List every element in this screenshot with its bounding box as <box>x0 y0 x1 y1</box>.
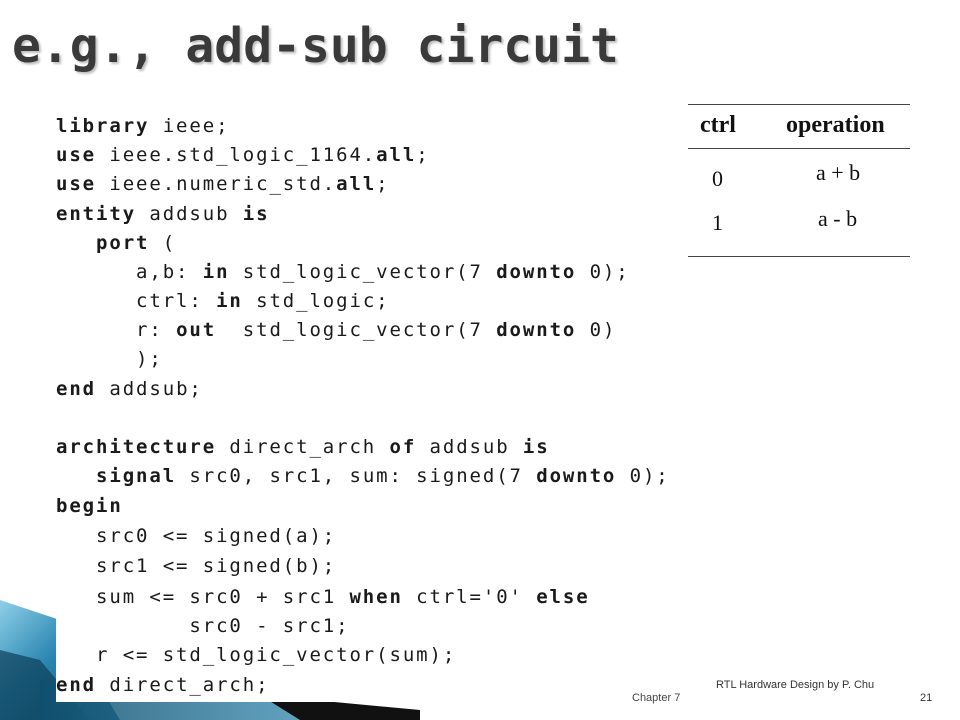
code-text <box>56 232 96 254</box>
code-text: ieee; <box>149 115 230 137</box>
code-line: port ( <box>56 231 176 255</box>
code-text: std_logic_vector(7 <box>216 319 497 341</box>
code-keyword: downto <box>536 465 617 487</box>
code-text <box>56 465 96 487</box>
code-line: src1 <= signed(b); <box>56 554 336 578</box>
code-keyword: entity <box>56 203 137 225</box>
code-text: src1 <= signed(b); <box>56 555 337 577</box>
code-text: addsub <box>136 203 243 225</box>
slide-title: e.g., add-sub circuit <box>12 18 619 74</box>
code-keyword: begin <box>56 495 123 517</box>
code-line: signal src0, src1, sum: signed(7 downto … <box>56 464 670 488</box>
code-line: sum <= src0 + src1 when ctrl='0' else <box>56 585 590 609</box>
code-text: src0 <= signed(a); <box>56 525 337 547</box>
code-text: ctrl='0' <box>402 586 537 608</box>
code-keyword: when <box>349 586 403 608</box>
code-text: sum <= src0 + src1 <box>56 586 350 608</box>
table-header-rule <box>688 148 910 149</box>
code-line: r <= std_logic_vector(sum); <box>56 643 456 667</box>
code-keyword: in <box>202 261 230 283</box>
footer-chapter: Chapter 7 <box>632 692 681 704</box>
code-text: ieee.std_logic_1164. <box>96 144 377 166</box>
code-keyword: in <box>216 290 243 312</box>
operation-table: ctrl operation 0 a + b 1 a - b <box>688 104 910 258</box>
table-header-operation: operation <box>786 112 885 138</box>
code-line: use ieee.numeric_std.all; <box>56 172 390 196</box>
code-text: std_logic; <box>242 290 390 312</box>
code-text: src0 - src1; <box>56 615 350 637</box>
code-text: std_logic_vector(7 <box>229 261 497 283</box>
code-keyword: is <box>522 436 550 458</box>
table-cell-operation-0: a + b <box>816 160 861 185</box>
code-keyword: architecture <box>56 436 217 458</box>
code-keyword: library <box>56 115 150 137</box>
code-keyword: use <box>56 173 97 195</box>
code-line: src0 <= signed(a); <box>56 524 336 548</box>
vhdl-code-block: library ieee;use ieee.std_logic_1164.all… <box>56 104 756 702</box>
code-text: ; <box>376 173 390 195</box>
code-text: 0) <box>576 319 617 341</box>
code-keyword: all <box>376 144 417 166</box>
code-line: a,b: in std_logic_vector(7 downto 0); <box>56 260 630 284</box>
code-text: a,b: <box>56 261 203 283</box>
code-text: 0); <box>576 261 630 283</box>
code-keyword: signal <box>96 465 177 487</box>
table-header-ctrl: ctrl <box>700 112 736 138</box>
code-line: library ieee; <box>56 114 229 138</box>
code-keyword: is <box>242 203 270 225</box>
code-text: ( <box>149 232 177 254</box>
code-text: ctrl: <box>56 290 217 312</box>
code-text: r: <box>56 319 177 341</box>
code-text: addsub <box>416 436 523 458</box>
code-line: r: out std_logic_vector(7 downto 0) <box>56 318 616 342</box>
code-text: addsub; <box>96 378 203 400</box>
code-line: architecture direct_arch of addsub is <box>56 435 550 459</box>
code-keyword: of <box>389 436 417 458</box>
table-cell-ctrl-1: 1 <box>712 210 723 235</box>
code-line: ); <box>56 347 163 371</box>
code-keyword: out <box>176 319 217 341</box>
code-line: end direct_arch; <box>56 673 269 697</box>
table-top-rule <box>688 104 910 105</box>
code-text: src0, src1, sum: signed(7 <box>176 465 537 487</box>
table-bottom-rule <box>688 256 910 257</box>
table-cell-operation-1: a - b <box>818 206 858 231</box>
code-text: direct_arch <box>216 436 390 458</box>
code-text: r <= std_logic_vector(sum); <box>56 644 457 666</box>
code-keyword: all <box>336 173 377 195</box>
code-keyword: use <box>56 144 97 166</box>
code-line: ctrl: in std_logic; <box>56 289 390 313</box>
code-keyword: end <box>56 378 97 400</box>
code-line: use ieee.std_logic_1164.all; <box>56 143 430 167</box>
code-keyword: end <box>56 674 97 696</box>
code-text: direct_arch; <box>96 674 270 696</box>
page-number: 21 <box>920 692 933 704</box>
table-cell-ctrl-0: 0 <box>712 166 723 191</box>
code-keyword: downto <box>496 319 577 341</box>
code-text: ); <box>56 348 163 370</box>
code-text: 0); <box>616 465 670 487</box>
code-line: end addsub; <box>56 377 203 401</box>
code-line: begin <box>56 494 123 518</box>
code-keyword: port <box>96 232 150 254</box>
footer-credit: RTL Hardware Design by P. Chu <box>716 679 875 691</box>
code-line: entity addsub is <box>56 202 269 226</box>
code-line: src0 - src1; <box>56 614 349 638</box>
code-keyword: else <box>536 586 590 608</box>
code-text: ; <box>416 144 430 166</box>
code-keyword: downto <box>496 261 577 283</box>
code-text: ieee.numeric_std. <box>96 173 337 195</box>
